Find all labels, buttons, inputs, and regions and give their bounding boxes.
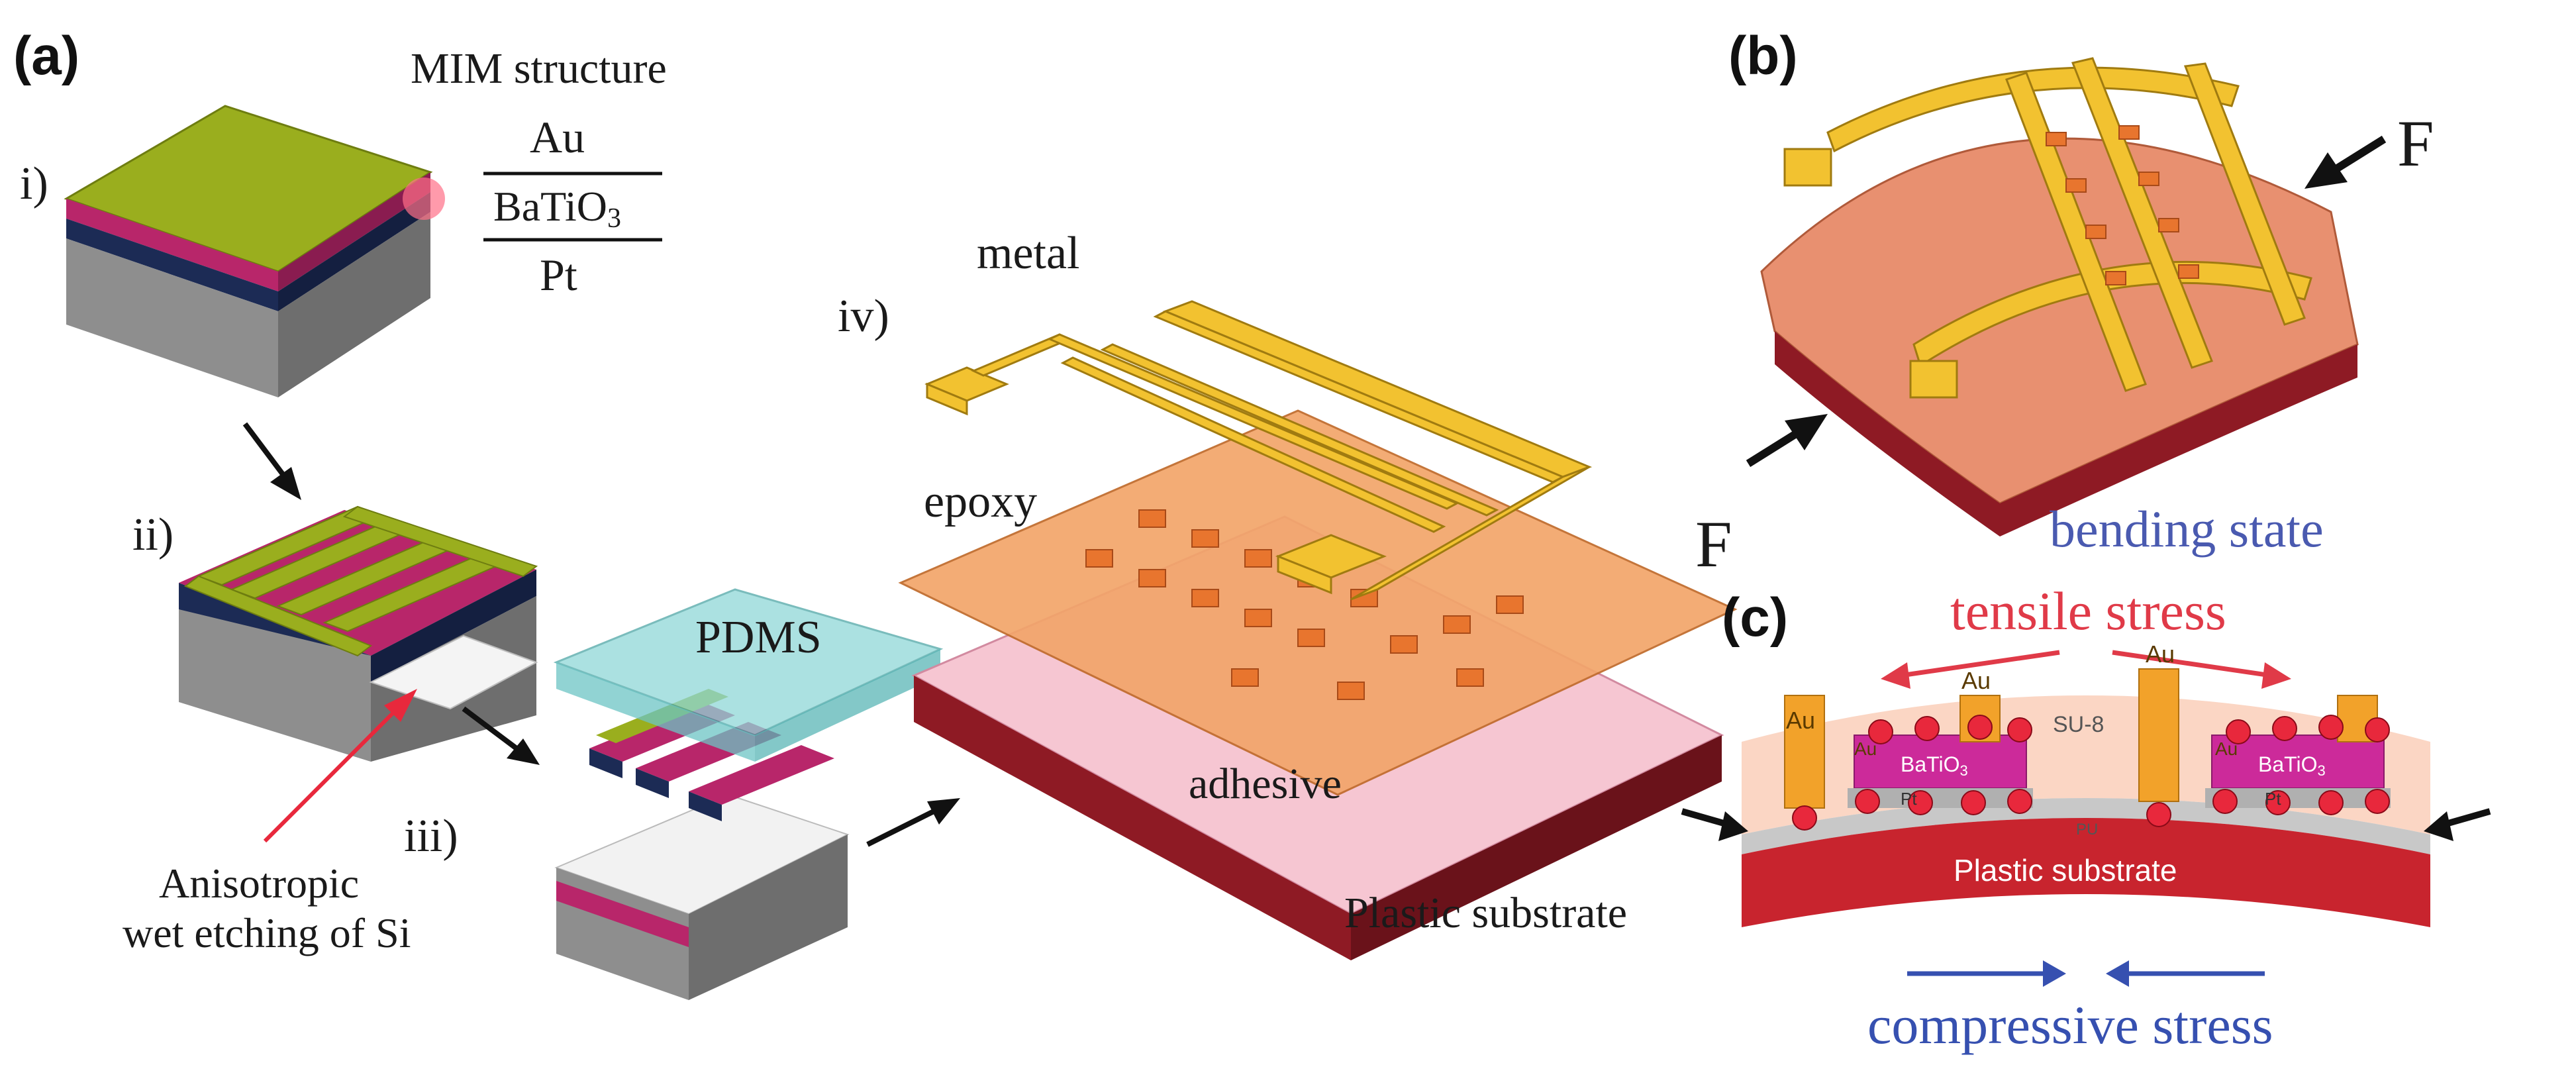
etching-label-line1: Anisotropic xyxy=(159,860,359,907)
force-arrow-right xyxy=(2304,135,2387,189)
tensile-stress-label: tensile stress xyxy=(1950,581,2226,641)
au-label-right-top: Au xyxy=(2146,640,2175,668)
mim-bottom-layer: Pt xyxy=(540,250,577,300)
compressive-stress-label: compressive stress xyxy=(1867,995,2273,1055)
compressive-arrow-right xyxy=(2106,960,2265,987)
pdms-transfer xyxy=(553,588,944,1000)
mim-cube xyxy=(64,105,445,397)
cross-section-arrow-left xyxy=(1681,808,1748,841)
adhesive-label: adhesive xyxy=(1189,760,1342,808)
panel-label-c: (c) xyxy=(1722,587,1788,648)
cross-section-arrow-right xyxy=(2424,808,2491,841)
force-label-left: F xyxy=(1695,507,1732,581)
mim-title: MIM structure xyxy=(411,44,667,93)
arrow-ii-to-iii xyxy=(462,706,540,765)
panel-label-b: (b) xyxy=(1728,26,1798,86)
au-label-left-top: Au xyxy=(1961,667,1991,694)
arrow-i-to-ii xyxy=(242,422,301,500)
panel-label-a: (a) xyxy=(13,26,79,86)
step-label-iv: iv) xyxy=(838,291,889,342)
etched-structure xyxy=(179,505,538,762)
force-arrow-left xyxy=(1746,414,1828,468)
batio-label-right: BaTiO3 xyxy=(2258,752,2326,779)
pu-label: PU xyxy=(2076,821,2098,838)
cross-section xyxy=(1742,668,2430,927)
plastic-substrate-label: Plastic substrate xyxy=(1344,889,1627,937)
etching-label-line2: wet etching of Si xyxy=(123,909,411,956)
bent-device xyxy=(1760,57,2359,536)
batio-label-left: BaTiO3 xyxy=(1901,752,1968,779)
mim-top-layer: Au xyxy=(530,112,585,162)
step-label-ii: ii) xyxy=(132,509,173,560)
device-exploded-view xyxy=(898,300,1738,960)
mim-middle-layer: BaTiO3 xyxy=(493,183,621,234)
tensile-arrow-right xyxy=(2112,650,2291,689)
arrow-iii-to-iv xyxy=(866,798,960,847)
au-label-left: Au xyxy=(1786,707,1815,734)
su8-label: SU-8 xyxy=(2053,712,2104,737)
au-label-right-small: Au xyxy=(2215,738,2238,759)
etch-pointer-arrow xyxy=(263,689,417,843)
pdms-label: PDMS xyxy=(695,612,822,663)
step-label-i: i) xyxy=(20,158,48,209)
step-label-iii: iii) xyxy=(404,811,458,862)
pt-label-left: Pt xyxy=(1901,789,1917,809)
pt-label-right: Pt xyxy=(2265,789,2281,809)
au-label-left-small: Au xyxy=(1854,738,1877,759)
tensile-arrow-left xyxy=(1881,650,2060,689)
bending-state-label: bending state xyxy=(2050,500,2324,558)
epoxy-label: epoxy xyxy=(924,476,1037,527)
compressive-arrow-left xyxy=(1907,960,2066,987)
metal-label: metal xyxy=(977,228,1079,279)
cross-section-substrate-label: Plastic substrate xyxy=(1954,853,2177,888)
force-label-right: F xyxy=(2397,107,2434,180)
